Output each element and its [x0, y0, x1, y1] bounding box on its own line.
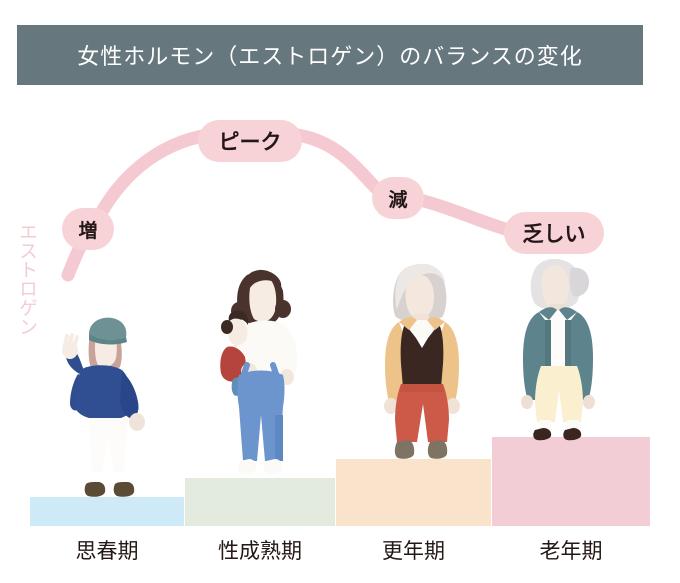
- elderly-woman-figure: [521, 258, 595, 441]
- stage-label-old-age: 老年期: [539, 539, 603, 563]
- stage-label-puberty: 思春期: [75, 539, 139, 563]
- title-bar: 女性ホルモン（エストロゲン）のバランスの変化: [17, 25, 643, 85]
- curve-label-decrease: 減: [372, 177, 424, 219]
- stage-label-maturity: 性成熟期: [218, 539, 302, 563]
- step-platform-old-age: [492, 437, 650, 526]
- curve-path: [61, 127, 547, 282]
- page-title: 女性ホルモン（エストロゲン）のバランスの変化: [77, 45, 583, 70]
- mother-with-child-figure: [220, 269, 297, 474]
- step-platform-menopause: [336, 459, 491, 526]
- y-axis-label: エストロゲン: [16, 222, 38, 336]
- curve-label-scarce: 乏しい: [504, 212, 604, 254]
- step-platform-maturity: [185, 478, 335, 526]
- middle-aged-woman-figure: [384, 263, 460, 459]
- step-platform-puberty: [30, 497, 184, 526]
- teen-girl-figure: [62, 317, 145, 497]
- curve-label-peak: ピーク: [198, 120, 302, 162]
- curve-label-increase: 増: [62, 208, 114, 250]
- stage-label-menopause: 更年期: [382, 539, 445, 563]
